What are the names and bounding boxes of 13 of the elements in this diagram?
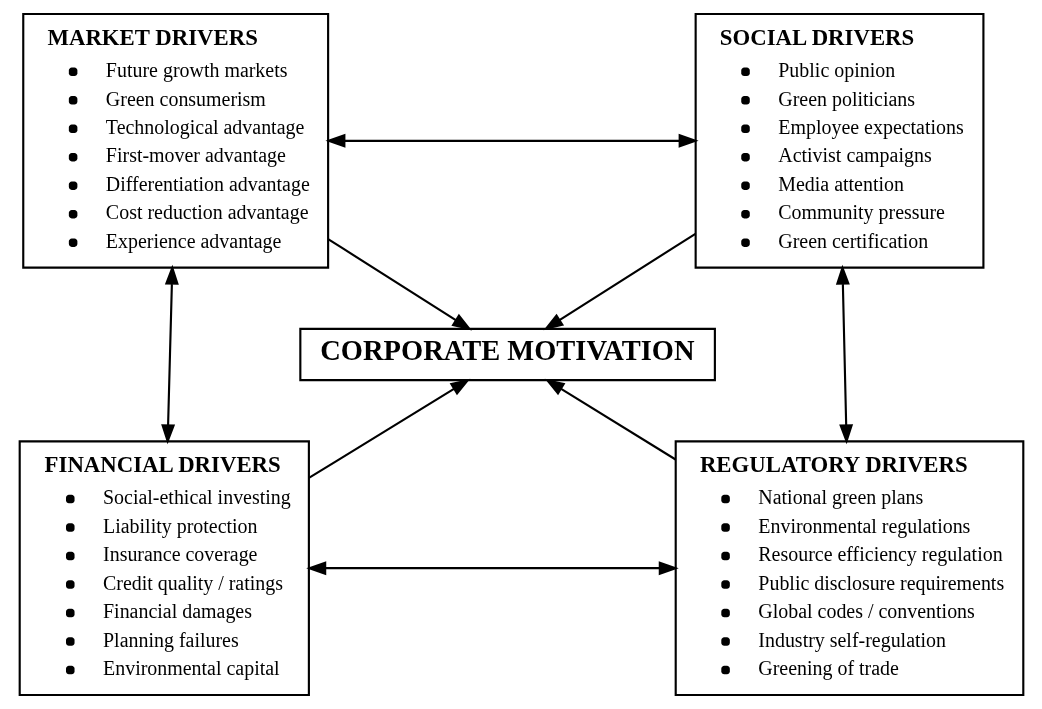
arrow: [324, 133, 699, 148]
arrow: [835, 264, 853, 445]
node-box: REGULATORY DRIVERS National green plans Environmental regulations Resource efficiency regulation Public disclosure requirements Global codes / conventions Industry self-regulation Greening of trade: [674, 440, 1024, 697]
node-box: SOCIAL DRIVERS Public opinion Green politicians Employee expectations Activist campaigns Media attention Community pressure Green certification: [694, 12, 984, 269]
arrow: [542, 232, 696, 331]
arrow: [327, 238, 472, 331]
node-box: CORPORATE MOTIVATION: [298, 327, 716, 382]
arrow: [160, 264, 179, 445]
arrow: [544, 378, 676, 461]
node-box: MARKET DRIVERS Future growth markets Green consumerism Technological advantage First-mover advantage Differentiation advantage Cost reduction advantage Experience advantage: [21, 12, 329, 269]
arrow: [307, 378, 470, 479]
arrow: [305, 561, 679, 576]
node-box: FINANCIAL DRIVERS Social-ethical investing Liability protection Insurance coverage Credit quality / ratings Financial damages Planning failures Environmental capital: [18, 440, 310, 697]
